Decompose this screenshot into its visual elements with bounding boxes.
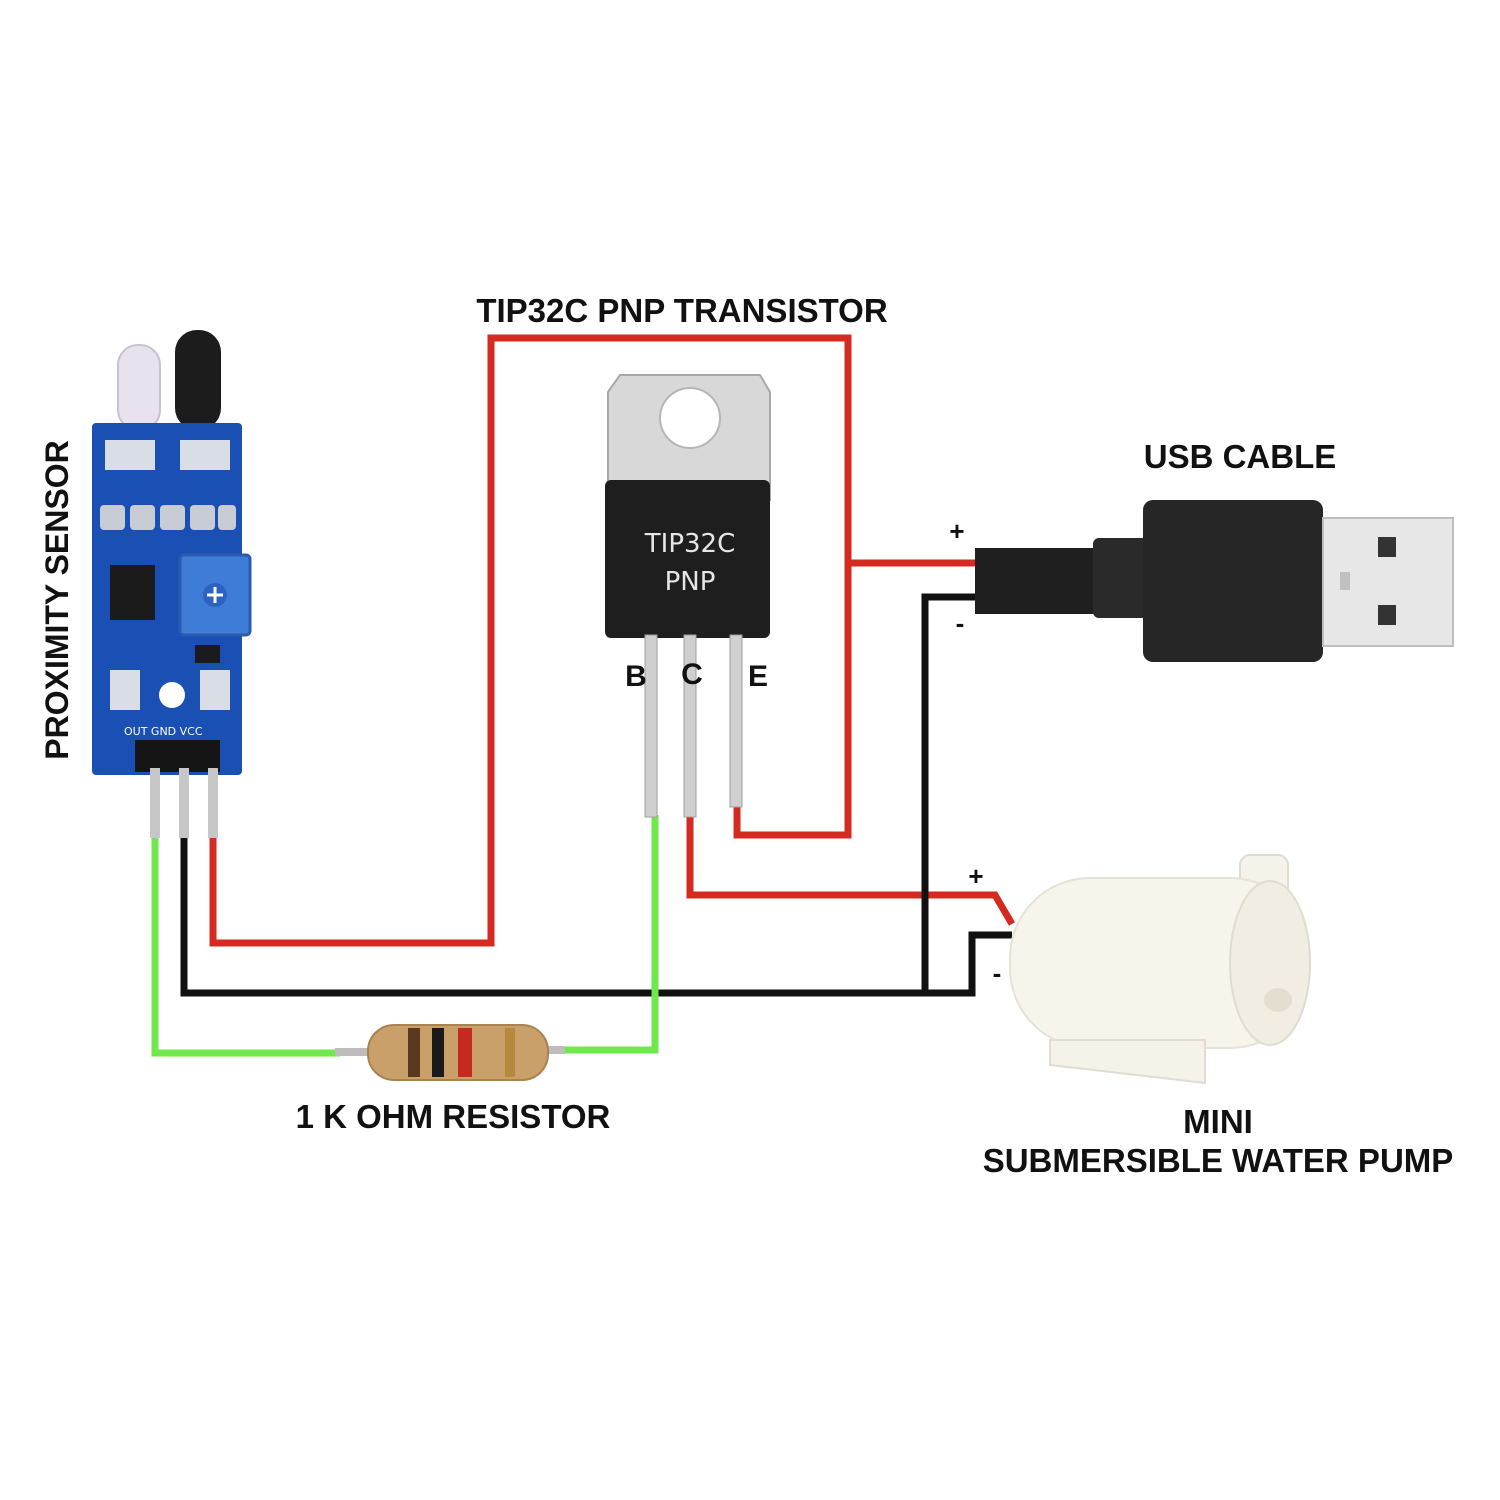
transistor-leg-base — [644, 634, 658, 818]
wire-collector-to-pump — [686, 815, 1016, 926]
pump-title-line2: SUBMERSIBLE WATER PUMP — [983, 1142, 1454, 1179]
usb-cable-title: USB CABLE — [1144, 438, 1337, 475]
transistor-leg-emitter — [729, 634, 743, 808]
sensor-pin-gnd — [179, 768, 189, 838]
usb-positive-label: + — [949, 516, 964, 546]
pump-title-line1: MINI — [1183, 1103, 1253, 1140]
transistor-body — [605, 480, 770, 638]
usb-strain-relief — [1093, 538, 1148, 618]
sensor-pin-out — [150, 768, 160, 838]
proximity-sensor: OUT GND VCC — [92, 330, 252, 838]
resistor-band-4 — [505, 1028, 515, 1077]
wire-usb-negative — [921, 593, 975, 993]
wires — [151, 334, 1016, 1057]
usb-plug-housing — [1143, 500, 1323, 662]
ir-emitter-led — [117, 344, 161, 431]
transistor-mounting-hole — [659, 387, 721, 449]
sensor-pin-labels: OUT GND VCC — [124, 725, 203, 738]
proximity-sensor-title: PROXIMITY SENSOR — [39, 440, 75, 759]
transistor-type: PNP — [665, 567, 716, 597]
pump-positive-label: + — [968, 861, 983, 891]
pin-label-emitter: E — [748, 660, 768, 693]
resistor-lead-right — [540, 1046, 565, 1054]
usb-cable: + - — [949, 500, 1454, 662]
pump-base-mount — [1049, 1039, 1206, 1085]
resistor-1k — [335, 1024, 565, 1081]
resistor-band-3 — [458, 1028, 472, 1077]
ir-receiver-led — [175, 330, 221, 430]
pin-label-base: B — [625, 660, 647, 693]
tip32c-transistor: TIP32C PNP B C E — [605, 374, 771, 818]
usb-cable-sheath — [975, 548, 1100, 614]
resistor-lead-left — [335, 1048, 375, 1056]
pump-negative-label: - — [993, 958, 1002, 988]
usb-negative-label: - — [956, 608, 965, 638]
sensor-header — [135, 740, 220, 772]
water-pump: + - — [968, 854, 1311, 1085]
pump-inlet — [1264, 988, 1292, 1012]
transistor-part-number: TIP32C — [644, 529, 735, 559]
wire-resistor-to-base — [560, 815, 659, 1054]
sensor-pin-vcc — [208, 768, 218, 838]
pin-label-collector: C — [681, 658, 703, 691]
resistor-band-1 — [408, 1028, 420, 1077]
wire-vcc-to-emitter — [209, 334, 852, 947]
transistor-title: TIP32C PNP TRANSISTOR — [476, 292, 888, 329]
wire-ground-bus — [180, 835, 1012, 997]
wire-signal-to-resistor — [151, 835, 340, 1057]
comparator-chip — [110, 565, 155, 620]
transistor-leg-collector — [683, 634, 697, 818]
resistor-title: 1 K OHM RESISTOR — [296, 1098, 611, 1135]
resistor-band-2 — [432, 1028, 444, 1077]
